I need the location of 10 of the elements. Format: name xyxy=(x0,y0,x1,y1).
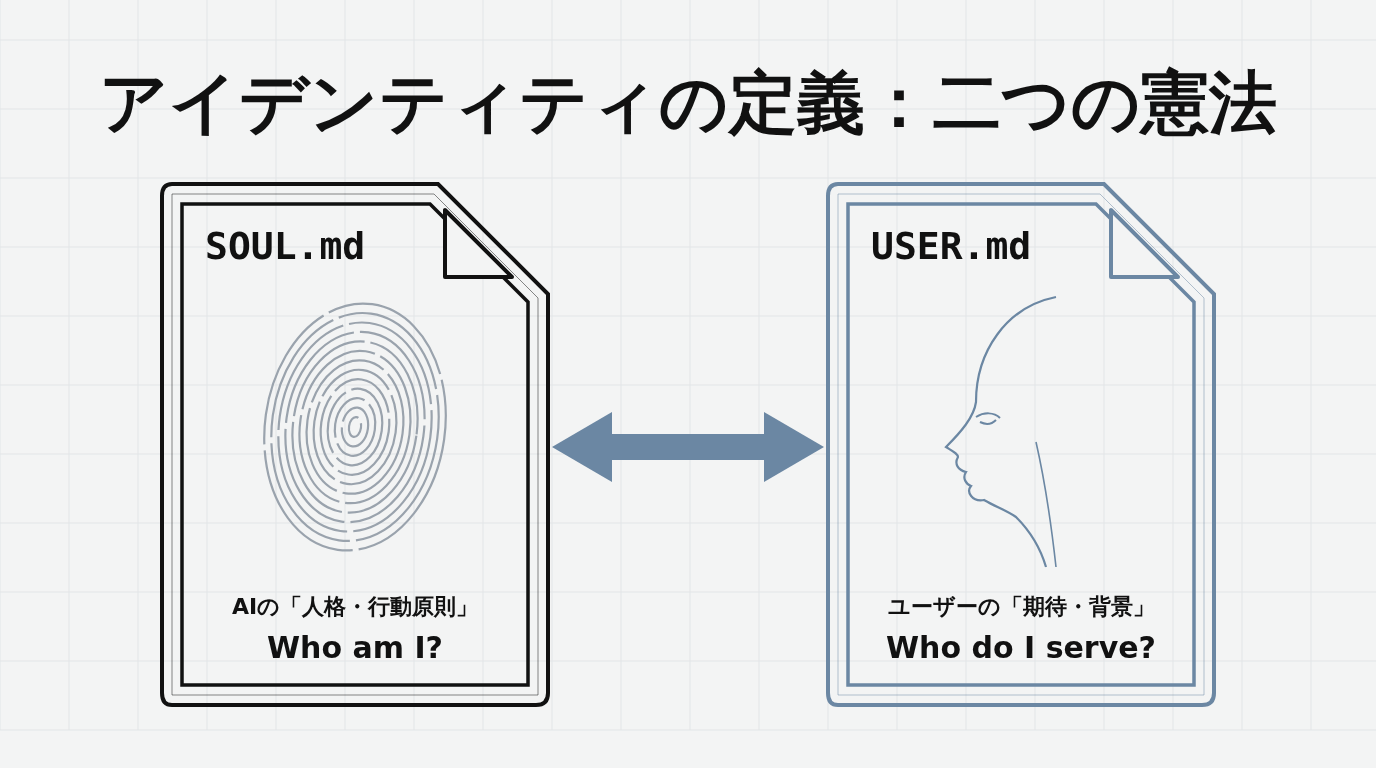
title: アイデンティティの定義：二つの憲法 xyxy=(98,62,1278,144)
file-name: USER.md xyxy=(871,224,1032,268)
file-name: SOUL.md xyxy=(205,224,366,268)
document-card xyxy=(160,182,550,707)
description-text: AIの「人格・行動原則」 xyxy=(230,593,480,621)
question-text: Who am I? xyxy=(266,630,444,665)
document-card xyxy=(826,182,1216,707)
question-text: Who do I serve? xyxy=(885,630,1157,665)
description-text: ユーザーの「期待・背景」 xyxy=(886,593,1156,621)
double-arrow xyxy=(552,412,824,482)
